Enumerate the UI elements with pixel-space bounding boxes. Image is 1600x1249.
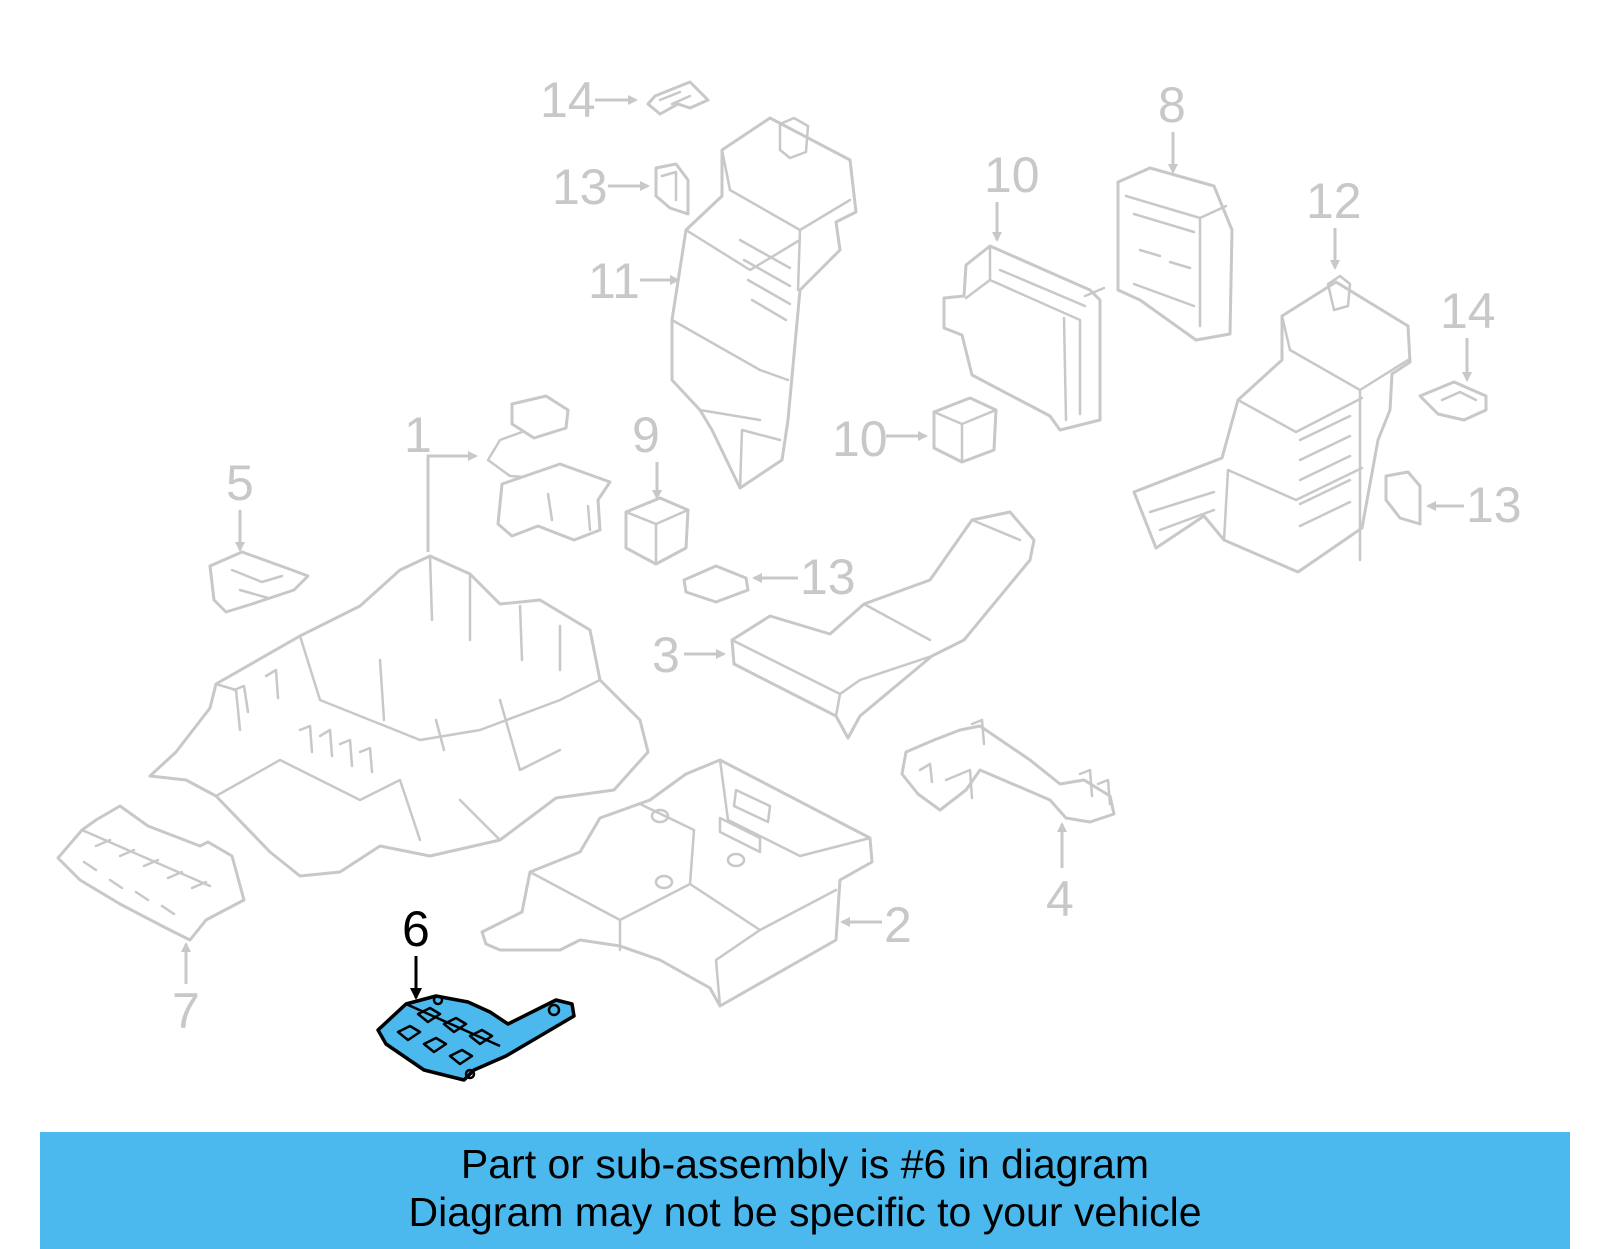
part-8-relay-module xyxy=(1116,166,1234,342)
part-13-right xyxy=(1384,470,1422,526)
svg-text:10: 10 xyxy=(832,411,888,467)
part-7-terminal-strip xyxy=(56,804,246,942)
part-13-middle xyxy=(682,564,750,604)
callout-7: 7 xyxy=(172,942,200,1039)
part-14-right xyxy=(1418,380,1488,422)
svg-text:12: 12 xyxy=(1306,173,1362,229)
svg-text:1: 1 xyxy=(404,407,432,463)
part-5-bracket xyxy=(208,550,310,614)
svg-text:13: 13 xyxy=(552,159,608,215)
callout-4: 4 xyxy=(1046,822,1074,927)
callout-10-middle: 9 xyxy=(632,407,662,500)
part-6-highlighted[interactable] xyxy=(376,994,576,1082)
callout-10-right: 10 xyxy=(832,411,928,467)
callout-11: 11 xyxy=(588,253,680,309)
part-1-connector xyxy=(486,394,612,542)
callout-14-top: 14 xyxy=(540,72,638,128)
callout-2: 2 xyxy=(840,897,912,953)
callout-14-right: 14 xyxy=(1440,283,1496,382)
svg-text:6: 6 xyxy=(402,901,430,957)
part-3-cover xyxy=(730,510,1036,740)
part-10-relay-middle xyxy=(624,496,690,566)
banner-line-disclaimer: Diagram may not be specific to your vehi… xyxy=(408,1189,1202,1235)
part-4-bracket xyxy=(900,718,1116,824)
part-10-relay-right xyxy=(932,396,998,464)
callout-1: 1 xyxy=(404,407,478,552)
svg-text:2: 2 xyxy=(884,897,912,953)
banner-line-part: Part or sub-assembly is #6 in diagram xyxy=(460,1141,1150,1187)
callout-13-right: 13 xyxy=(1426,477,1522,533)
part-1-base-tray xyxy=(148,554,650,878)
part-11-fuse-box xyxy=(670,116,858,490)
svg-text:7: 7 xyxy=(172,983,200,1039)
svg-text:13: 13 xyxy=(800,549,856,605)
svg-text:10: 10 xyxy=(984,147,1040,203)
svg-text:14: 14 xyxy=(1440,283,1496,339)
svg-text:9: 9 xyxy=(632,407,660,463)
callout-12: 12 xyxy=(1306,173,1362,270)
callout-8: 8 xyxy=(1158,77,1186,174)
info-banner: Part or sub-assembly is #6 in diagram Di… xyxy=(40,1132,1570,1249)
callout-5: 5 xyxy=(226,455,254,552)
callout-3: 3 xyxy=(652,627,726,683)
svg-text:5: 5 xyxy=(226,455,254,511)
part-2-lower-tray xyxy=(480,758,874,1008)
part-12-fuse-box xyxy=(1132,274,1412,574)
callout-9: 10 xyxy=(984,147,1040,242)
svg-text:14: 14 xyxy=(540,72,596,128)
svg-text:8: 8 xyxy=(1158,77,1186,133)
callout-13-middle: 13 xyxy=(752,549,856,605)
svg-text:4: 4 xyxy=(1046,871,1074,927)
callout-13-top: 13 xyxy=(552,159,650,215)
part-14-top xyxy=(646,80,710,116)
callout-6-highlighted: 6 xyxy=(402,901,430,1000)
svg-text:11: 11 xyxy=(588,253,640,309)
svg-text:13: 13 xyxy=(1466,477,1522,533)
part-13-top xyxy=(654,162,690,216)
svg-text:3: 3 xyxy=(652,627,680,683)
part-9-control-module xyxy=(942,244,1106,432)
